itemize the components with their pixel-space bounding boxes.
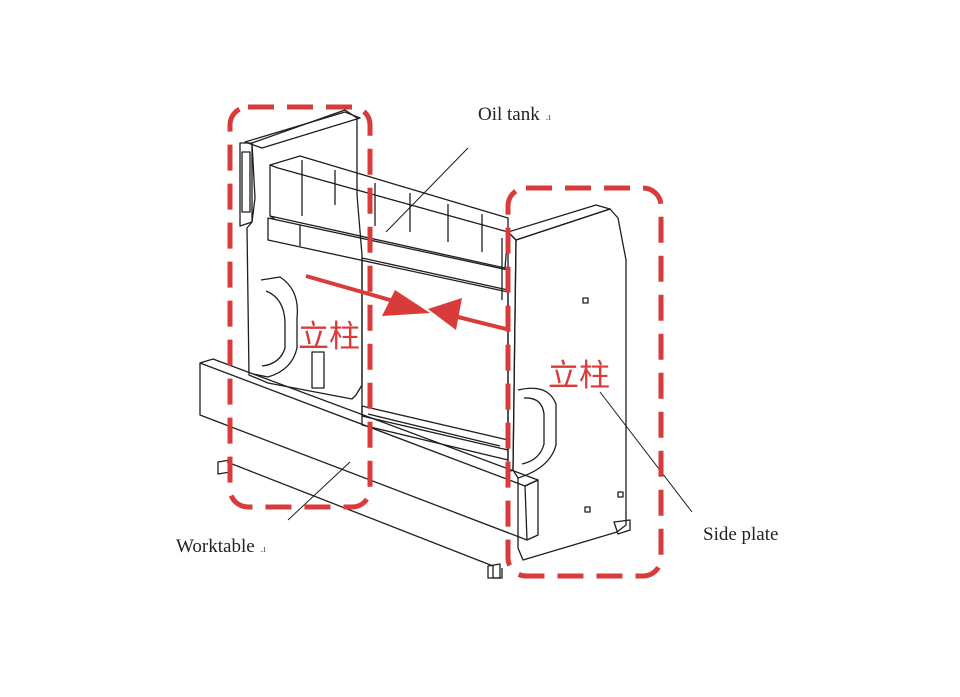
worktable-right-end [524, 479, 539, 541]
side-plate-label: Side plate [703, 524, 779, 545]
left-arrow-head [382, 290, 430, 316]
right-arrow-head [428, 298, 462, 330]
left-column-label: 立柱 [298, 319, 360, 355]
force-arrows [305, 274, 511, 332]
right-throat-outer [517, 387, 557, 479]
left-side-plate [246, 109, 363, 400]
side-plate-leader [599, 391, 693, 513]
oil-tank-leader [385, 147, 469, 233]
upper-beam [267, 217, 509, 293]
left-arrow-shaft [305, 274, 405, 306]
right-plate-foot [613, 519, 631, 535]
oil-tank-top [269, 155, 509, 233]
oil-tank-dividers [301, 160, 483, 252]
right-column-highlight [505, 185, 664, 579]
worktable-label: Worktable.ı [176, 536, 266, 557]
left-plate-front-edge [239, 142, 253, 227]
right-column-label: 立柱 [548, 358, 610, 394]
right-arrow-shaft [453, 314, 511, 332]
right-plate-hole-2 [584, 506, 591, 513]
right-side-plate-top [507, 204, 611, 241]
left-column-highlight [227, 104, 373, 510]
leader-lines [287, 147, 693, 521]
worktable-right-foot [487, 563, 501, 579]
right-plate-hole-1 [582, 297, 589, 304]
left-plate-slot [241, 151, 251, 213]
oil-tank-label: Oil tank.ı [478, 104, 552, 125]
left-throat-outer [252, 276, 299, 378]
right-throat-inner [521, 397, 545, 465]
oil-tank-mark: .ı [545, 112, 552, 123]
worktable-mark: .ı [260, 544, 266, 555]
left-throat-inner [261, 290, 286, 367]
right-plate-hole-3 [617, 491, 624, 498]
left-plate-top-edge [244, 111, 361, 149]
worktable-front [199, 363, 528, 541]
worktable-bottom [226, 461, 503, 579]
highlight-boxes [227, 104, 664, 579]
frame-outline [199, 109, 631, 579]
left-plate-window [311, 351, 325, 389]
worktable-leader [287, 461, 351, 521]
oil-tank-front [269, 165, 509, 269]
